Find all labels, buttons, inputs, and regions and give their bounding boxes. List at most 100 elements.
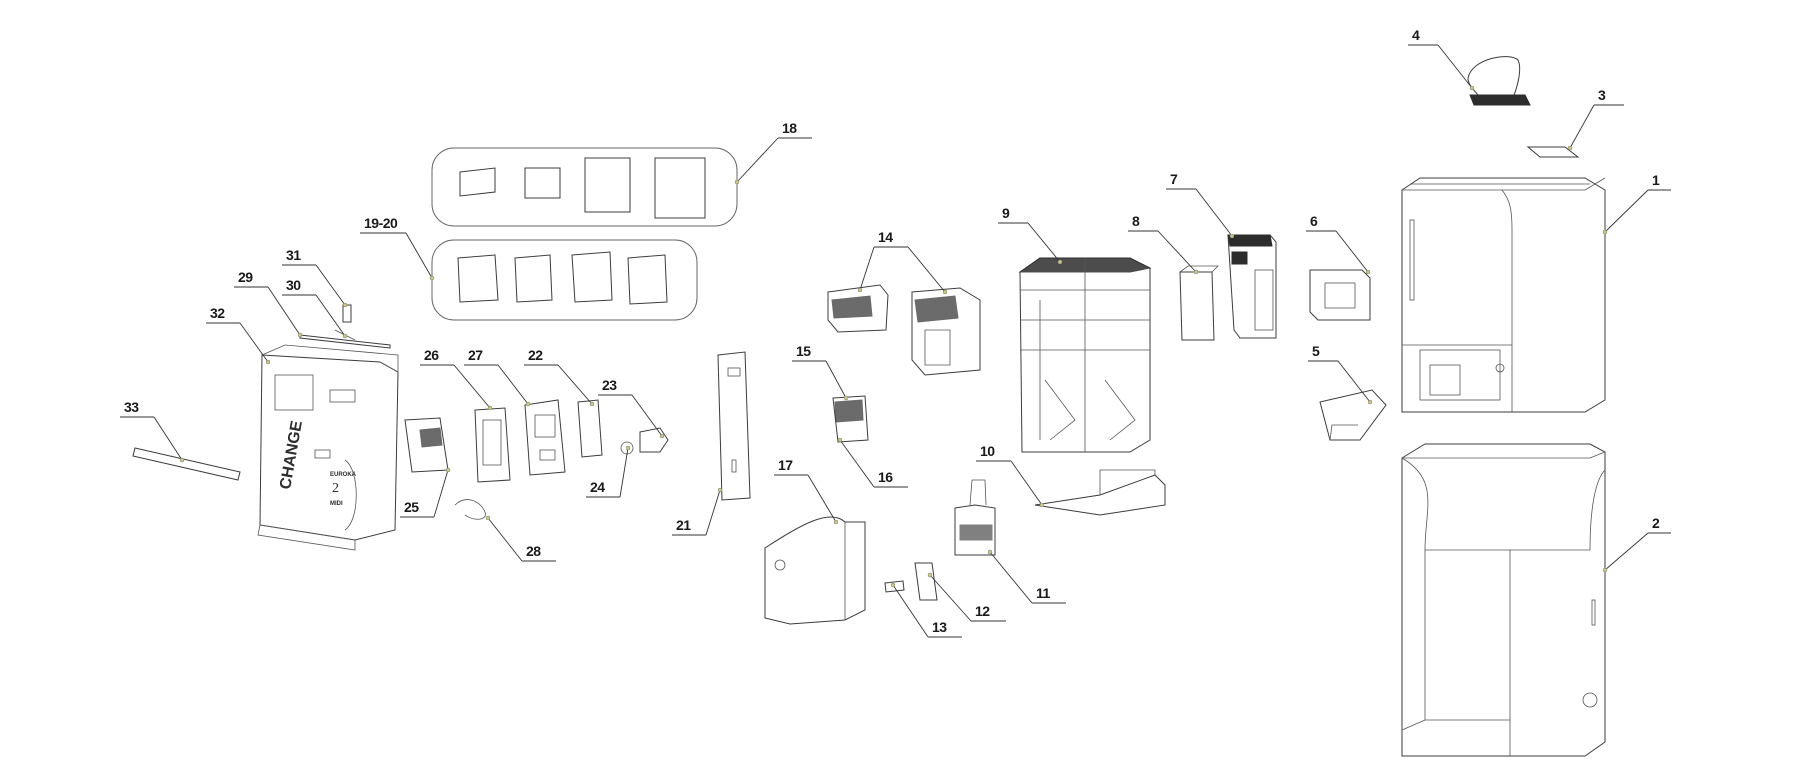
anchor-dot: [734, 179, 740, 185]
anchor-dot: [659, 433, 665, 439]
anchor-dot: [987, 549, 993, 555]
anchor-dot: [890, 582, 896, 588]
callout-21: 21: [672, 487, 723, 536]
part-label-plate: [577, 399, 603, 458]
anchor-dot: [445, 467, 451, 473]
anchor-dot: [833, 519, 839, 525]
callout-1: 1: [1602, 172, 1671, 235]
anchor-dot: [429, 275, 435, 281]
panel-brand-text: EUROKA: [330, 472, 357, 478]
part-front-door: CHANGE EUROKA 2 MIDI: [257, 344, 399, 551]
panel-model-name: MIDI: [330, 501, 343, 507]
part-coin-dispenser: [954, 479, 996, 556]
anchor-dot: [717, 487, 723, 493]
callout-number: 1: [1652, 172, 1660, 188]
anchor-dot: [1365, 269, 1371, 275]
leader-line: [487, 517, 523, 562]
part-hopper-assembly: [1018, 257, 1152, 453]
leader-line: [892, 584, 929, 638]
callout-number: 27: [468, 347, 483, 363]
leader-line: [433, 469, 449, 518]
part-top-cover: [1467, 56, 1531, 106]
callout-number: 33: [124, 399, 139, 415]
part-base-stand: [1401, 443, 1606, 757]
callout-14: 14: [857, 229, 948, 295]
callout-33: 33: [120, 399, 185, 463]
leader-line: [1027, 222, 1061, 263]
anchor-dot: [1602, 229, 1608, 235]
leader-line: [1335, 230, 1369, 273]
leader-line: [497, 364, 529, 405]
callout-number: 22: [528, 347, 543, 363]
callout-7: 7: [1166, 171, 1235, 239]
anchor-dot: [1367, 399, 1373, 405]
leader-line: [1604, 532, 1649, 571]
anchor-dot: [1039, 502, 1045, 508]
leader-line: [153, 416, 183, 461]
callout-2: 2: [1602, 515, 1671, 573]
leader-line: [453, 364, 491, 409]
anchor-dot: [857, 287, 863, 293]
callout-12: 12: [927, 572, 1006, 622]
anchor-dot: [1229, 233, 1235, 239]
anchor-dot: [265, 359, 271, 365]
part-keypad-modules-group: [431, 239, 698, 321]
anchor-dot: [625, 445, 631, 451]
callout-number: 7: [1170, 171, 1178, 187]
callout-30: 30: [282, 277, 348, 339]
anchor-dot: [1469, 85, 1475, 91]
part-display-modules-group: [431, 147, 738, 227]
callout-number: 13: [932, 619, 947, 635]
anchor-dot: [942, 289, 948, 295]
part-cash-box: [1179, 265, 1219, 341]
part-front-bezel: [524, 399, 566, 476]
leader-line: [989, 551, 1033, 604]
part-tray: [1034, 469, 1166, 516]
callout-17: 17: [774, 457, 839, 525]
leader-line: [807, 474, 837, 523]
leader-line: [1195, 188, 1233, 237]
leader-line: [315, 294, 346, 337]
leader-line: [315, 264, 346, 306]
anchor-dot: [485, 515, 491, 521]
callout-number: 28: [526, 543, 541, 559]
part-card-reader: [404, 417, 449, 473]
part-display-frame: [474, 407, 511, 483]
callout-number: 24: [590, 479, 605, 495]
callout-layer: 12345678910111213141516171819-2021222324…: [120, 27, 1671, 638]
callout-6: 6: [1306, 213, 1371, 275]
anchor-dot: [1057, 259, 1063, 265]
callout-19-20: 19-20: [360, 215, 435, 281]
anchor-dot: [1567, 145, 1573, 151]
leader-line: [1337, 360, 1371, 403]
part-chute: [1319, 389, 1387, 441]
part-top-plate: [1526, 146, 1580, 158]
callout-number: 12: [975, 603, 990, 619]
part-kick-bar: [132, 447, 241, 481]
callout-3: 3: [1567, 87, 1624, 151]
anchor-dot: [837, 437, 843, 443]
callout-number: 9: [1002, 205, 1010, 221]
callout-18: 18: [734, 120, 812, 185]
part-upper-cabinet: [1401, 177, 1606, 413]
part-coin-bin: [764, 516, 866, 625]
leader-line: [405, 232, 433, 279]
callout-number: 10: [980, 443, 995, 459]
callout-13: 13: [890, 582, 962, 638]
callout-number: 26: [424, 347, 439, 363]
callout-8: 8: [1128, 213, 1199, 275]
callout-number: 4: [1412, 27, 1420, 43]
callout-31: 31: [282, 247, 348, 308]
callout-number: 25: [404, 499, 419, 515]
callout-23: 23: [598, 377, 665, 439]
callout-16: 16: [837, 437, 908, 488]
leader-line: [1437, 44, 1473, 89]
callout-24: 24: [586, 445, 631, 498]
anchor-dot: [487, 405, 493, 411]
anchor-dot: [525, 401, 531, 407]
callout-11: 11: [987, 549, 1066, 604]
callout-22: 22: [524, 347, 595, 407]
leader-line: [929, 574, 972, 622]
anchor-dot: [1602, 567, 1608, 573]
